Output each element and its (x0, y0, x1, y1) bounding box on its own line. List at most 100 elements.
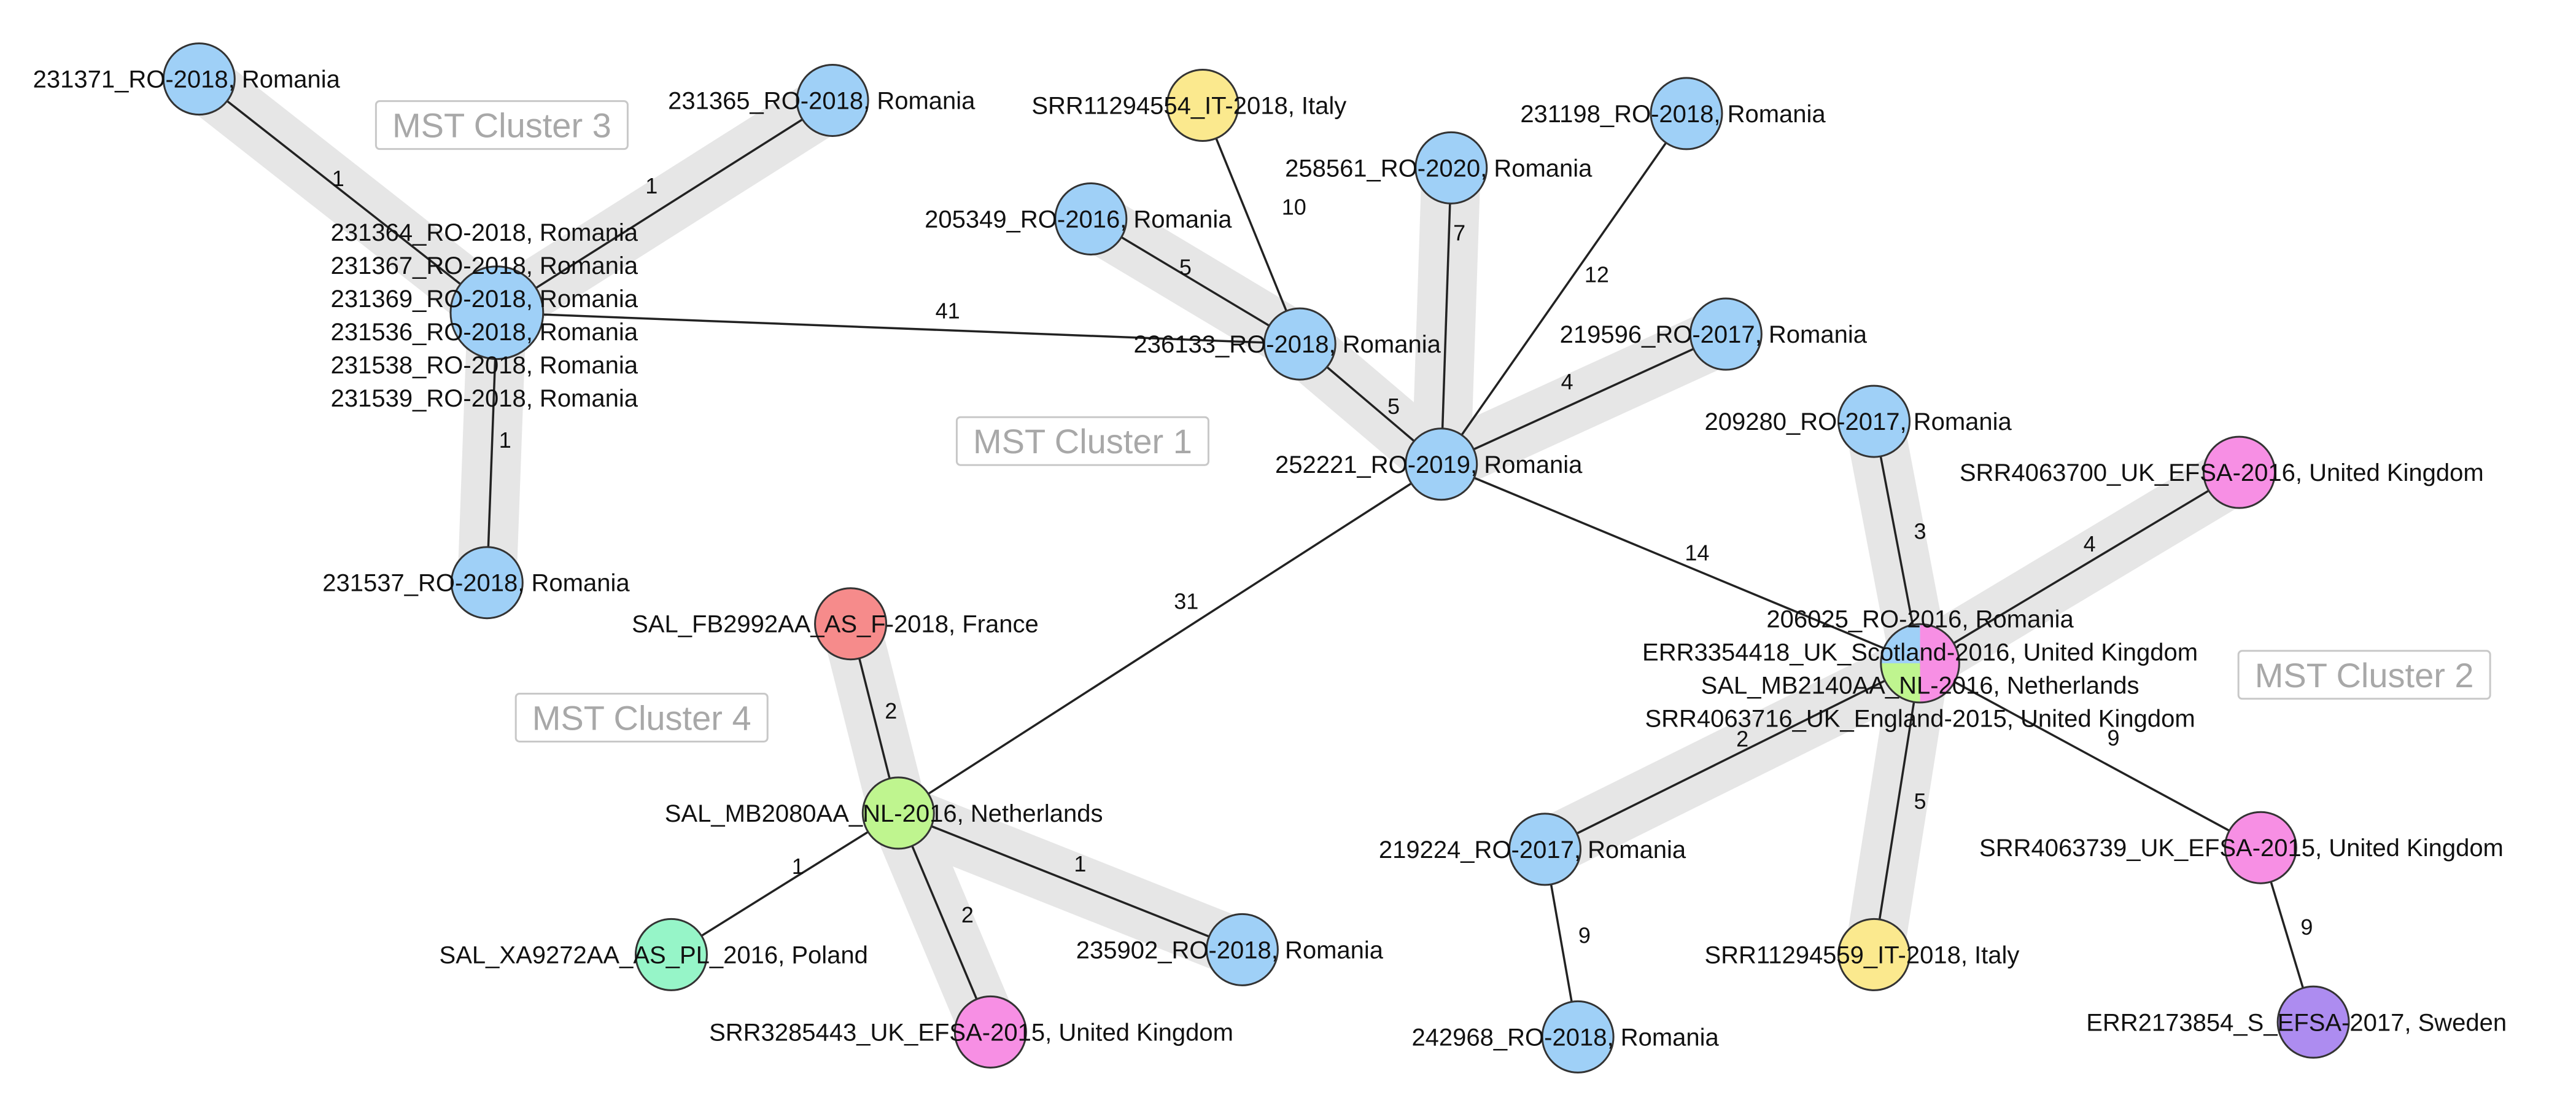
edge-weight-label: 9 (2300, 914, 2313, 940)
node-label-n258561: 258561_RO-2020, Romania (1285, 155, 1593, 182)
node-circle[interactable] (449, 265, 545, 361)
node-circle[interactable] (1054, 182, 1128, 255)
node-n258561[interactable] (1414, 131, 1488, 205)
node-circle[interactable] (1166, 69, 1240, 142)
node-nSRR11294554[interactable] (1166, 69, 1240, 142)
node-label-n231198: 231198_RO-2018, Romania (1520, 101, 1826, 128)
node-label-line: 231198_RO-2018, Romania (1520, 101, 1826, 128)
node-nSAL_FB2992AA[interactable] (814, 587, 888, 661)
edge-n252221-nSAL_MB2080AA[interactable] (898, 463, 1442, 814)
node-n219596[interactable] (1689, 297, 1763, 371)
edge-nSRR11294554-n236133[interactable] (1201, 104, 1301, 345)
node-circle[interactable] (2276, 985, 2350, 1059)
node-circle[interactable] (2224, 811, 2297, 884)
node-n235902[interactable] (1205, 913, 1279, 986)
node-nSRR4063739[interactable] (2224, 811, 2297, 884)
node-pie-slice-0[interactable] (1880, 624, 1920, 664)
node-label-nSRR4063700: SRR4063700_UK_EFSA-2016, United Kingdom (1960, 459, 2484, 486)
edge-weight-label: 1 (792, 854, 804, 879)
node-n206025[interactable] (1880, 623, 1960, 704)
edge-weight-label: 4 (1561, 369, 1573, 394)
node-circle[interactable] (1837, 384, 1911, 458)
node-nSRR4063700[interactable] (2202, 435, 2276, 509)
node-label-line: 235902_RO-2018, Romania (1076, 937, 1384, 964)
node-label-n205349: 205349_RO-2016, Romania (925, 206, 1232, 233)
node-label-nSAL_FB2992AA: SAL_FB2992AA_AS_F-2018, France (632, 611, 1039, 638)
node-nERR2173854[interactable] (2276, 985, 2350, 1059)
node-label-line: SRR4063716_UK_England-2015, United Kingd… (1645, 706, 2195, 733)
node-pie-slice-1[interactable] (1920, 624, 1960, 703)
edge-n206025-nSRR4063739[interactable] (1919, 662, 2262, 849)
node-label-line: SRR4063700_UK_EFSA-2016, United Kingdom (1960, 459, 2484, 486)
node-circle[interactable] (814, 587, 888, 661)
node-label-nERR2173854: ERR2173854_S_EFSA-2017, Sweden (2086, 1009, 2507, 1036)
node-circle[interactable] (1205, 913, 1279, 986)
edge-n231198-n252221[interactable] (1440, 112, 1688, 465)
edge-n205349-n236133[interactable] (1090, 217, 1301, 345)
edge-weight-label: 1 (1074, 851, 1086, 876)
node-circle[interactable] (1541, 1000, 1615, 1074)
node-n236133[interactable] (1263, 307, 1336, 381)
edge-weight-label: 14 (1685, 540, 1709, 566)
edge-nSAL_MB2080AA-nSAL_XA9272AA[interactable] (670, 812, 899, 956)
node-n205349[interactable] (1054, 182, 1128, 255)
node-label-line: 219596_RO-2017, Romania (1560, 321, 1868, 348)
node-n209280[interactable] (1837, 384, 1911, 458)
node-circle[interactable] (1405, 427, 1478, 501)
node-n231371[interactable] (162, 42, 236, 116)
edge-n252221-n206025[interactable] (1441, 463, 1921, 665)
edge-n231365-n231364[interactable] (496, 99, 834, 314)
node-label-line: 231369_RO-2018, Romania (331, 286, 638, 313)
node-circle[interactable] (796, 63, 869, 137)
node-circle[interactable] (1508, 813, 1582, 886)
node-circle[interactable] (1263, 307, 1336, 381)
node-n231364[interactable] (449, 265, 545, 361)
node-label-line: 231536_RO-2018, Romania (331, 319, 638, 346)
edge-n206025-n219224[interactable] (1544, 662, 1921, 851)
edge-nSAL_MB2080AA-n235902[interactable] (898, 812, 1243, 951)
edge-weight-label: 5 (1387, 394, 1400, 419)
node-circle[interactable] (953, 995, 1027, 1069)
node-n252221[interactable] (1405, 427, 1478, 501)
edge-n206025-nSRR11294559[interactable] (1872, 663, 1922, 955)
node-circle[interactable] (1414, 131, 1488, 205)
node-circle[interactable] (861, 776, 935, 850)
node-label-nSAL_MB2080AA: SAL_MB2080AA_NL-2016, Netherlands (665, 800, 1103, 827)
edge-weight-label: 1 (645, 173, 658, 198)
node-nSAL_XA9272AA[interactable] (634, 918, 708, 991)
edge-n231371-n231364[interactable] (198, 78, 498, 314)
edge-nSAL_MB2080AA-nSRR3285443[interactable] (897, 813, 991, 1033)
node-circle[interactable] (2202, 435, 2276, 509)
node-n231198[interactable] (1650, 77, 1723, 150)
node-nSAL_MB2080AA[interactable] (861, 776, 935, 850)
node-n219224[interactable] (1508, 813, 1582, 886)
node-n231365[interactable] (796, 63, 869, 137)
edge-nSRR4063700-n206025[interactable] (1919, 471, 2240, 665)
node-nSRR3285443[interactable] (953, 995, 1027, 1069)
edge-weight-label: 3 (1914, 519, 1926, 544)
node-circle[interactable] (450, 546, 524, 620)
cluster-box (2237, 650, 2491, 700)
cluster-label-c2: MST Cluster 2 (2237, 650, 2491, 700)
edge-n231364-n236133[interactable] (497, 311, 1300, 345)
node-circle[interactable] (1650, 77, 1723, 150)
edge-n209280-n206025[interactable] (1872, 421, 1922, 664)
node-label-nSAL_XA9272AA: SAL_XA9272AA_AS_PL_2016, Poland (440, 941, 868, 969)
node-pie-slice-2[interactable] (1880, 663, 1920, 703)
edge-n258561-n252221[interactable] (1440, 168, 1453, 464)
node-circle[interactable] (1689, 297, 1763, 371)
cluster-title: MST Cluster 2 (2255, 656, 2474, 695)
node-label-line: SAL_MB2080AA_NL-2016, Netherlands (665, 800, 1103, 827)
node-nSRR11294559[interactable] (1837, 918, 1911, 991)
node-n242968[interactable] (1541, 1000, 1615, 1074)
node-label-n219596: 219596_RO-2017, Romania (1560, 321, 1868, 348)
node-label-n231537: 231537_RO-2018, Romania (322, 570, 630, 597)
node-circle[interactable] (634, 918, 708, 991)
node-label-n231371: 231371_RO-2018, Romania (33, 66, 341, 93)
node-label-line: 231365_RO-2018, Romania (668, 87, 976, 114)
node-circle[interactable] (162, 42, 236, 116)
node-n231537[interactable] (450, 546, 524, 620)
edge-n219596-n252221[interactable] (1440, 333, 1727, 466)
node-circle[interactable] (1837, 918, 1911, 991)
